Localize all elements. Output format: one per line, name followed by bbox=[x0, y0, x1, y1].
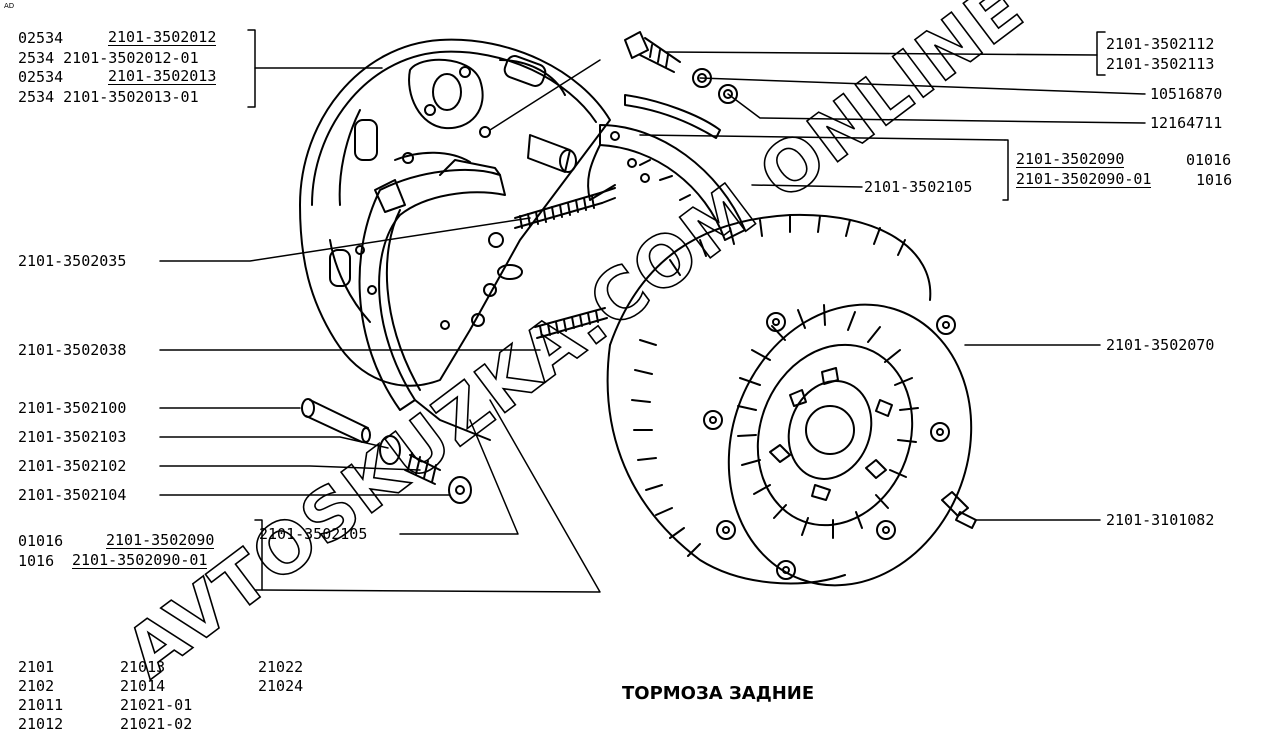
shoe-pin bbox=[301, 398, 371, 443]
model: 21011 bbox=[18, 696, 64, 714]
leader-lines bbox=[159, 29, 1146, 593]
right-shoe-part-b: 2101-3502090-01 bbox=[1016, 170, 1152, 188]
left-brake-shoe bbox=[358, 159, 506, 441]
model: 21021-02 bbox=[120, 715, 193, 733]
bolt-part-1: 2101-3502112 bbox=[1106, 35, 1215, 53]
left-shoe-code-a: 01016 bbox=[18, 532, 64, 550]
upper-return-spring bbox=[514, 187, 616, 229]
backing-plate bbox=[299, 38, 611, 387]
right-shoe-part-a: 2101-3502090 bbox=[1016, 150, 1125, 168]
right-shoe-code-a: 01016 bbox=[1186, 151, 1232, 169]
model: 21024 bbox=[258, 677, 304, 695]
nut-part bbox=[718, 84, 738, 104]
bolt bbox=[624, 31, 681, 73]
cup-label: 2101-3502103 bbox=[18, 428, 127, 446]
bolt-part-2: 2101-3502113 bbox=[1106, 55, 1215, 73]
left-shoe-code-b: 1016 bbox=[18, 552, 55, 570]
model: 21022 bbox=[258, 658, 304, 676]
spring-label: 2101-3502102 bbox=[18, 457, 127, 475]
model: 21012 bbox=[18, 715, 64, 733]
right-brake-shoe bbox=[587, 94, 746, 241]
lining-label: 2101-3502105 bbox=[864, 178, 973, 196]
pin-cup bbox=[379, 435, 401, 465]
watermark: AVTOSKUZKA.COM ONLINE bbox=[111, 0, 1039, 694]
pin-spring bbox=[404, 452, 441, 485]
bleeder-label: 2101-3101082 bbox=[1106, 511, 1215, 529]
lower-return-spring bbox=[534, 307, 608, 339]
left-shoe-part-a: 2101-3502090 bbox=[106, 531, 215, 549]
model: 21013 bbox=[120, 658, 166, 676]
pin-label: 2101-3502100 bbox=[18, 399, 127, 417]
bleeder-valve bbox=[941, 491, 977, 529]
shield-part-3: 2101-3502013 bbox=[108, 67, 217, 85]
lining-lower-label: 2101-3502105 bbox=[259, 525, 368, 543]
model: 21021-01 bbox=[120, 696, 193, 714]
model: 2101 bbox=[18, 658, 55, 676]
page-title: ТОРМОЗА ЗАДНИЕ bbox=[622, 683, 815, 704]
lower-spring-label: 2101-3502038 bbox=[18, 341, 127, 359]
shield-part-1: 2101-3502012 bbox=[108, 28, 217, 46]
right-shoe-code-b: 1016 bbox=[1196, 171, 1233, 189]
left-shoe-part-b: 2101-3502090-01 bbox=[72, 551, 208, 569]
nut-label: 12164711 bbox=[1150, 114, 1223, 132]
shield-part-4: 2534 2101-3502013-01 bbox=[18, 88, 199, 106]
shield-code-1: 02534 bbox=[18, 29, 64, 47]
pin-cap bbox=[448, 476, 472, 504]
cap-label: 2101-3502104 bbox=[18, 486, 127, 504]
corner-mark: AD bbox=[4, 2, 15, 10]
washer-label: 10516870 bbox=[1150, 85, 1223, 103]
shield-code-3: 02534 bbox=[18, 68, 64, 86]
model: 2102 bbox=[18, 677, 55, 695]
shield-part-2: 2534 2101-3502012-01 bbox=[18, 49, 199, 67]
drum-label: 2101-3502070 bbox=[1106, 336, 1215, 354]
upper-spring-label: 2101-3502035 bbox=[18, 252, 127, 270]
brake-drum bbox=[606, 213, 973, 587]
model: 21014 bbox=[120, 677, 166, 695]
